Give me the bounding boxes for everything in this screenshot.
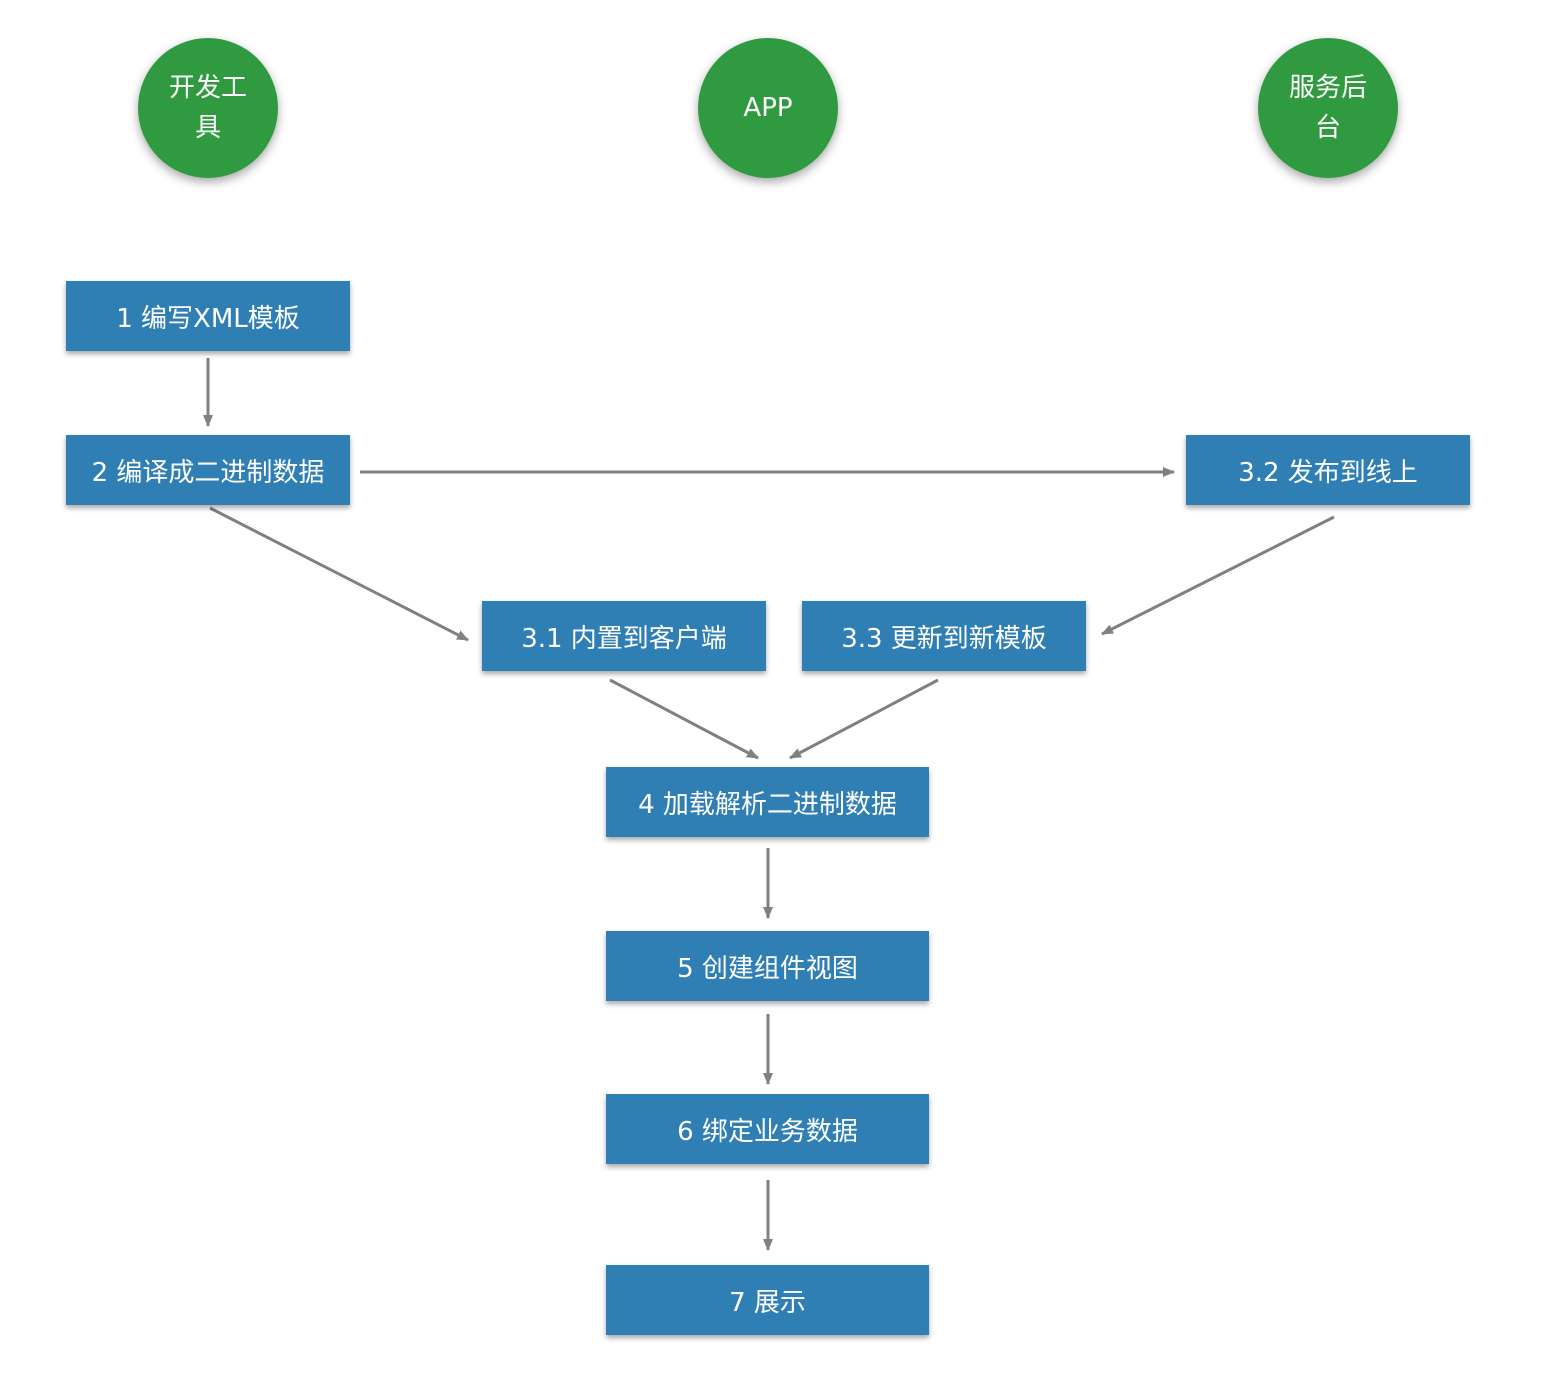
step-3-1-label: 3.1 内置到客户端 bbox=[521, 623, 727, 654]
step-2-label: 2 编译成二进制数据 bbox=[91, 457, 325, 488]
lane-dev-tools: 开发工具 bbox=[138, 38, 278, 178]
step-1-write-xml-template: 1 编写XML模板 bbox=[66, 281, 350, 351]
step-3-2-publish-online: 3.2 发布到线上 bbox=[1186, 435, 1470, 505]
step-7-display: 7 展示 bbox=[606, 1265, 929, 1335]
step-3-2-label: 3.2 发布到线上 bbox=[1238, 457, 1418, 488]
lane-dev-tools-label: 开发工具 bbox=[168, 73, 247, 143]
lane-app: APP bbox=[698, 38, 838, 178]
step-7-label: 7 展示 bbox=[729, 1287, 806, 1318]
arrow-3-1-to-4 bbox=[609, 678, 759, 760]
lane-backend-label: 服务后台 bbox=[1288, 73, 1367, 143]
lane-backend: 服务后台 bbox=[1258, 38, 1398, 178]
arrow-3-3-to-4 bbox=[789, 678, 939, 760]
arrow-2-to-3-1 bbox=[209, 506, 469, 642]
step-5-create-component-view: 5 创建组件视图 bbox=[606, 931, 929, 1001]
step-4-label: 4 加载解析二进制数据 bbox=[638, 789, 897, 820]
step-6-label: 6 绑定业务数据 bbox=[677, 1116, 858, 1147]
lane-app-label: APP bbox=[743, 93, 793, 123]
arrow-3-2-to-3-3 bbox=[1101, 515, 1335, 636]
step-3-3-label: 3.3 更新到新模板 bbox=[841, 623, 1047, 654]
step-6-bind-business-data: 6 绑定业务数据 bbox=[606, 1094, 929, 1164]
step-3-3-update-template: 3.3 更新到新模板 bbox=[802, 601, 1086, 671]
step-3-1-bundle-in-client: 3.1 内置到客户端 bbox=[482, 601, 766, 671]
step-1-label: 1 编写XML模板 bbox=[116, 303, 300, 334]
step-5-label: 5 创建组件视图 bbox=[677, 953, 858, 984]
step-4-load-parse-binary: 4 加载解析二进制数据 bbox=[606, 767, 929, 837]
step-2-compile-binary: 2 编译成二进制数据 bbox=[66, 435, 350, 505]
